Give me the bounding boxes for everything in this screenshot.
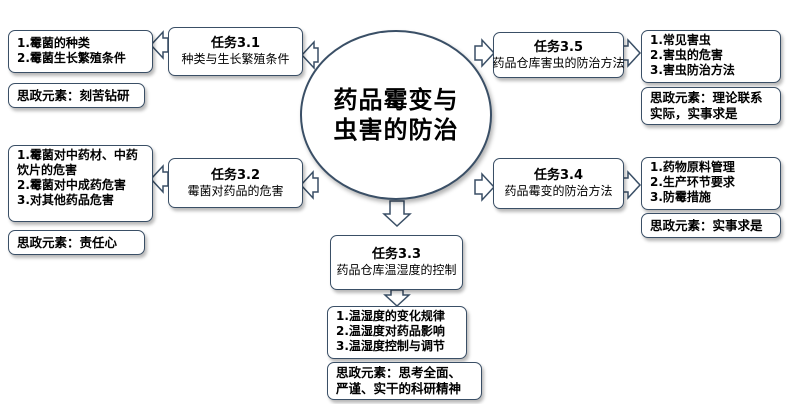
list-item: 3.防霉措施 <box>650 190 711 204</box>
task-3-5-sizheng: 思政元素：理论联系 实际，实事求是 <box>641 87 781 125</box>
sizheng-text: 实际，实事求是 <box>650 106 738 121</box>
list-item: 2.害虫的危害 <box>650 48 723 62</box>
list-item: 1.药物原料管理 <box>650 160 735 174</box>
task-3-1-box: 任务3.1 种类与生长繁殖条件 <box>168 27 303 76</box>
task-3-2-number: 任务3.2 <box>210 167 261 183</box>
arrow-center-to-task-3-2 <box>299 170 319 200</box>
list-item: 2.温湿度对药品影响 <box>336 324 445 338</box>
sizheng-text: 思政元素：思考全面、 <box>336 365 462 380</box>
list-item: 1.温湿度的变化规律 <box>336 309 445 323</box>
arrow-center-to-task-3-5 <box>474 38 496 68</box>
list-item: 2.生产环节要求 <box>650 175 735 189</box>
task-3-4-box: 任务3.4 药品霉变的防治方法 <box>493 158 624 209</box>
sizheng-text: 思政元素：责任心 <box>17 234 118 250</box>
task-3-1-name: 种类与生长繁殖条件 <box>181 52 290 66</box>
arrow-task-3-3-to-list <box>383 289 411 308</box>
task-3-1-sizheng: 思政元素：刻苦钻研 <box>8 83 145 108</box>
arrow-center-to-task-3-1 <box>300 40 319 70</box>
list-item: 1.霉菌的种类 <box>17 36 90 50</box>
task-3-3-list: 1.温湿度的变化规律 2.温湿度对药品影响 3.温湿度控制与调节 <box>327 306 467 359</box>
task-3-5-box: 任务3.5 药品仓库害虫的防治方法 <box>492 32 625 78</box>
task-3-3-number: 任务3.3 <box>371 247 422 262</box>
task-3-5-list: 1.常见害虫 2.害虫的危害 3.害虫防治方法 <box>641 30 781 83</box>
task-3-3-name: 药品仓库温湿度的控制 <box>336 263 457 277</box>
sizheng-text: 思政元素：刻苦钻研 <box>17 87 130 103</box>
task-3-2-box: 任务3.2 霉菌对药品的危害 <box>168 158 303 208</box>
task-3-3-sizheng: 思政元素：思考全面、 严谨、实干的科研精神 <box>327 362 482 400</box>
task-3-4-sizheng: 思政元素：实事求是 <box>641 213 781 238</box>
list-item: 1.常见害虫 <box>650 33 711 47</box>
sizheng-text: 思政元素：实事求是 <box>650 217 763 233</box>
arrow-center-to-task-3-3 <box>382 200 412 228</box>
center-topic-title: 药品霉变与虫害的防治 <box>333 86 459 144</box>
list-item: 2.霉菌对中成药危害 <box>17 178 126 192</box>
task-3-5-name: 药品仓库害虫的防治方法 <box>492 55 625 70</box>
sizheng-text: 思政元素：理论联系 <box>650 90 763 105</box>
task-3-1-number: 任务3.1 <box>210 36 261 51</box>
task-3-3-box: 任务3.3 药品仓库温湿度的控制 <box>330 235 463 290</box>
arrow-task-3-4-to-list <box>622 170 642 200</box>
task-3-2-name: 霉菌对药品的危害 <box>187 183 284 198</box>
list-item: 2.霉菌生长繁殖条件 <box>17 51 126 65</box>
arrow-task-3-2-to-list <box>149 164 169 194</box>
center-topic: 药品霉变与虫害的防治 <box>300 30 492 200</box>
task-3-2-list: 1.霉菌对中药材、中药饮片的危害 2.霉菌对中成药危害 3.对其他药品危害 <box>8 145 153 222</box>
list-item: 1.霉菌对中药材、中药饮片的危害 <box>17 148 138 177</box>
list-item: 3.害虫防治方法 <box>650 63 735 77</box>
task-3-1-list: 1.霉菌的种类 2.霉菌生长繁殖条件 <box>8 30 153 73</box>
task-3-5-number: 任务3.5 <box>533 39 584 55</box>
task-3-4-name: 药品霉变的防治方法 <box>504 184 613 198</box>
arrow-task-3-5-to-list <box>622 38 642 68</box>
arrow-center-to-task-3-4 <box>474 172 496 202</box>
arrow-task-3-1-to-list <box>149 30 169 60</box>
task-3-4-list: 1.药物原料管理 2.生产环节要求 3.防霉措施 <box>641 157 781 210</box>
list-item: 3.对其他药品危害 <box>17 193 114 207</box>
sizheng-text: 严谨、实干的科研精神 <box>336 381 462 396</box>
task-3-4-number: 任务3.4 <box>533 168 584 183</box>
list-item: 3.温湿度控制与调节 <box>336 339 445 353</box>
task-3-2-sizheng: 思政元素：责任心 <box>8 230 145 255</box>
